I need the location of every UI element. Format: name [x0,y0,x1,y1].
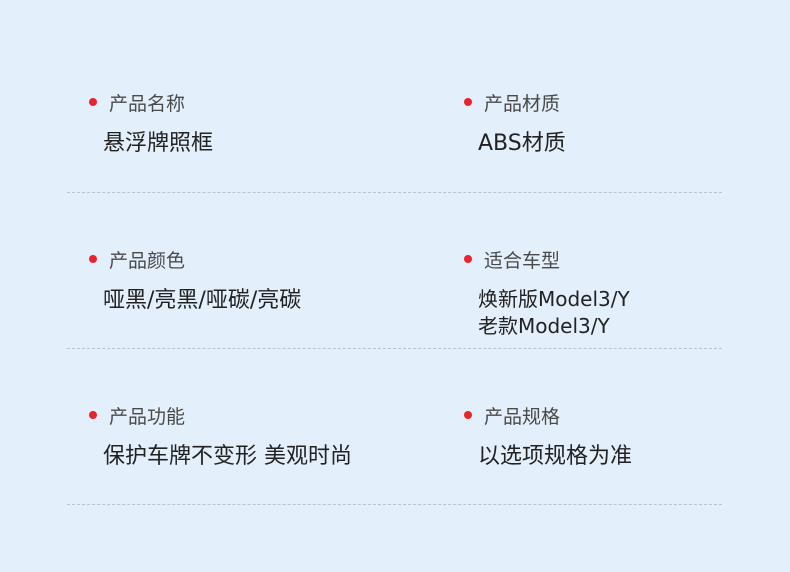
spec-value: 保护车牌不变形 美观时尚 [103,444,352,469]
bullet-dot-icon [464,411,472,419]
spec-label: 产品颜色 [109,250,186,272]
spec-item-function: 产品功能 保护车牌不变形 美观时尚 [89,405,429,475]
bullet-dot-icon [89,411,97,419]
spec-item-color: 产品颜色 哑黑/亮黑/哑碳/亮碳 [89,249,389,319]
bullet-dot-icon [89,98,97,106]
spec-label: 产品名称 [109,93,186,115]
spec-value: 以选项规格为准 [478,444,633,469]
spec-item-spec: 产品规格 以选项规格为准 [464,405,764,475]
spec-value: 悬浮牌照框 [103,131,214,156]
spec-value: ABS材质 [478,131,566,156]
bullet-dot-icon [464,255,472,263]
bullet-dot-icon [464,98,472,106]
spec-item-models: 适合车型 焕新版Model3/Y 老款Model3/Y [464,249,764,344]
spec-label: 产品规格 [484,406,561,428]
spec-label: 产品材质 [484,93,561,115]
spec-label: 适合车型 [484,250,561,272]
spec-item-name: 产品名称 悬浮牌照框 [89,92,389,162]
row-divider [67,192,722,193]
row-divider [67,504,722,505]
spec-item-material: 产品材质 ABS材质 [464,92,764,162]
spec-label: 产品功能 [109,406,186,428]
bullet-dot-icon [89,255,97,263]
spec-value-line: 焕新版Model3/Y [478,287,630,311]
spec-value-line: 老款Model3/Y [478,314,610,338]
spec-value: 哑黑/亮黑/哑碳/亮碳 [103,288,302,313]
row-divider [67,348,722,349]
